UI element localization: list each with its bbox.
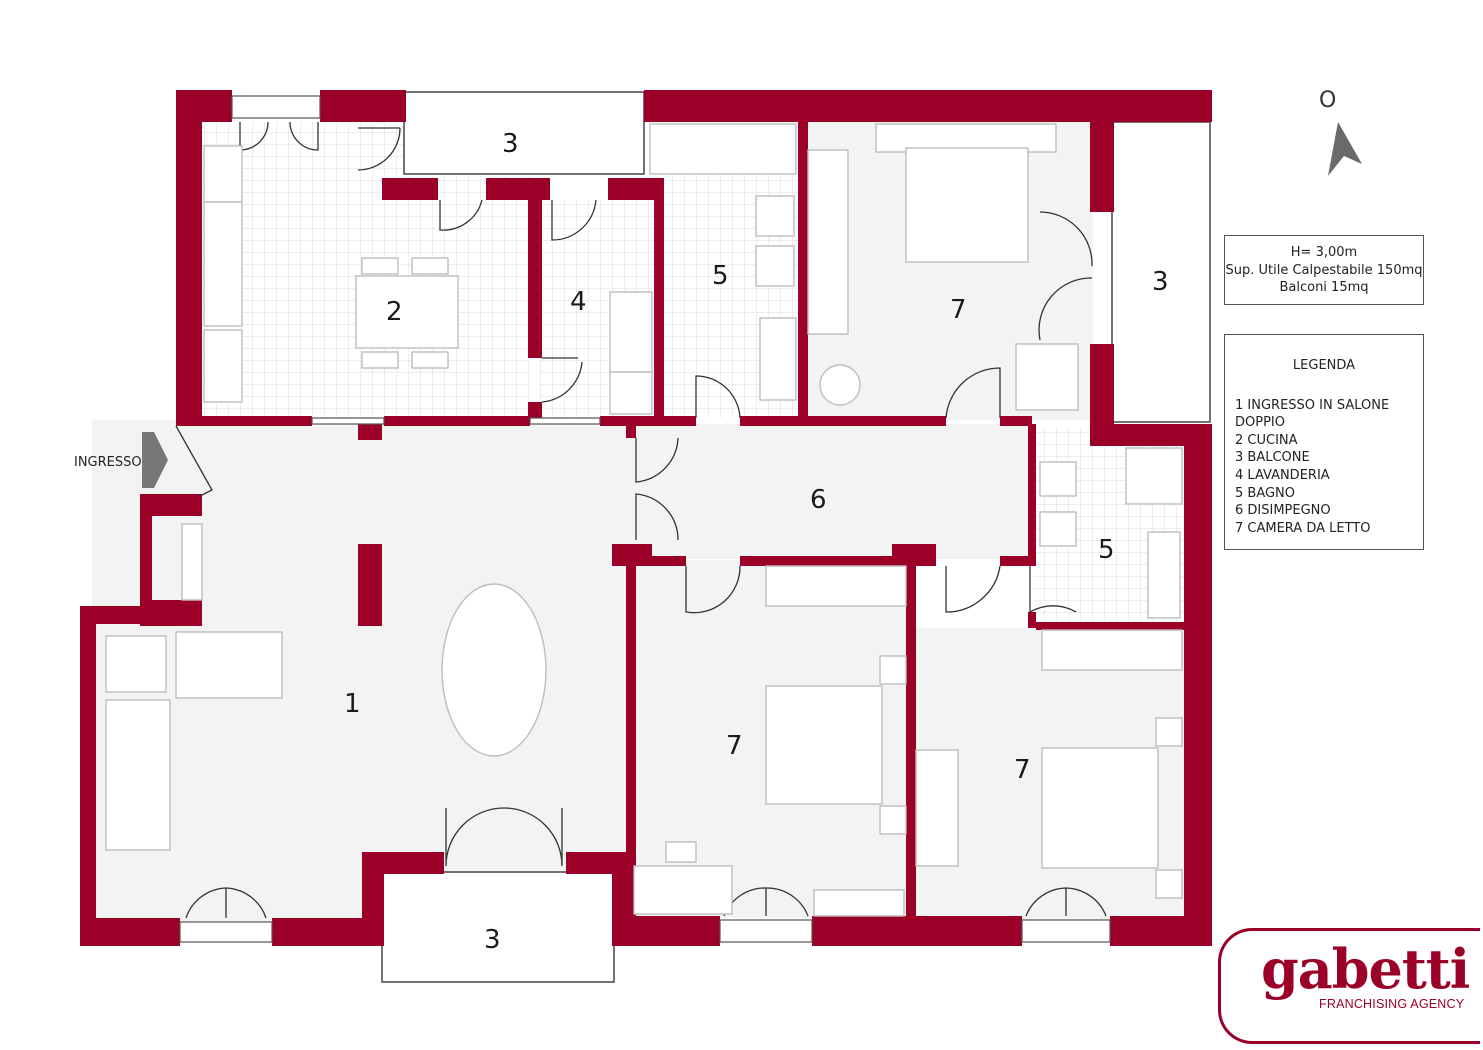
room-label-3-bottom: 3 [484,925,501,955]
room-label-1: 1 [344,689,361,719]
info-box: H= 3,00m Sup. Utile Calpestabile 150mq B… [1224,235,1424,305]
room-label-3-top: 3 [502,129,519,159]
windows [179,95,1111,943]
legend-item: 2 CUCINA [1235,432,1298,448]
room-label-5-top: 5 [712,261,729,291]
info-surface: Sup. Utile Calpestabile 150mq [1225,262,1423,278]
room-label-5-right: 5 [1098,535,1115,565]
legend-item: 7 CAMERA DA LETTO [1235,520,1371,536]
room-label-7-middle: 7 [726,731,743,761]
info-balconies: Balconi 15mq [1279,280,1369,295]
balcone-top [403,91,645,175]
logo-word: gabetti [1261,937,1470,1001]
info-height: H= 3,00m [1290,245,1358,260]
balcone-right [1111,121,1211,423]
legend-item: 6 DISIMPEGNO [1235,503,1331,519]
room-labels: 1 2 3 3 3 4 5 5 6 7 7 7 [344,129,1169,955]
legend-item: 3 BALCONE [1235,450,1310,466]
north-arrow-icon [1328,122,1362,176]
legend-item: 1 INGRESSO IN SALONE DOPPIO [1235,397,1394,431]
floor-disimpegno [628,424,1030,559]
legend-title: LEGENDA [1292,358,1356,373]
room-label-7-top: 7 [950,295,967,325]
compass-letter: O [1319,88,1337,113]
room-label-3-right: 3 [1152,267,1169,297]
furniture [105,123,1183,917]
logo-subtitle: FRANCHISING AGENCY [1319,997,1465,1011]
legend-item: 4 LAVANDERIA [1235,467,1330,483]
room-label-6: 6 [810,485,827,515]
room-label-4: 4 [570,287,587,317]
room-label-7-right: 7 [1014,755,1031,785]
room-label-2: 2 [386,297,403,327]
legend-item: 5 BAGNO [1235,485,1296,501]
entrance-label: INGRESSO [74,455,142,470]
gabetti-logo: gabetti FRANCHISING AGENCY [1218,928,1480,1044]
legend-box: LEGENDA 1 INGRESSO IN SALONE DOPPIO 2 CU… [1224,334,1424,550]
walls [80,90,1212,946]
entrance-arrow-icon [142,432,168,488]
